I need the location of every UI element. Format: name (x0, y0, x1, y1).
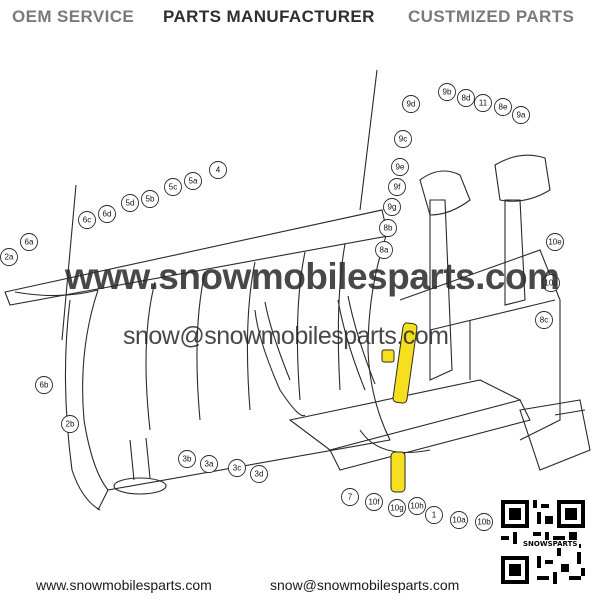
callout-8b: 8b (379, 219, 397, 237)
svg-text:5a: 5a (189, 177, 198, 186)
callout-10h: 10h (408, 497, 426, 515)
svg-text:10g: 10g (390, 504, 403, 513)
skid-shoe (113, 477, 167, 495)
watermark-website: www.snowmobilesparts.com (65, 256, 560, 297)
svg-text:8b: 8b (384, 224, 393, 233)
callout-6c: 6c (78, 211, 96, 229)
watermark-email: snow@snowmobilesparts.com (123, 322, 449, 350)
parts-diagram: 2a 6a 6b 6c 6d 5d 5b 5c 5a 4 2b 3b 3a 3c 3d 7 10f 10g 1 10h… (0, 34, 600, 574)
callout-6b: 6b (35, 376, 53, 394)
callout-5b: 5b (141, 190, 159, 208)
callout-2b: 2b (61, 415, 79, 433)
svg-text:9f: 9f (394, 183, 401, 192)
callout-9c: 9c (394, 130, 412, 148)
svg-text:1: 1 (432, 511, 437, 520)
callout-8a: 8a (375, 241, 393, 259)
svg-text:9e: 9e (396, 163, 405, 172)
callout-1: 1 (425, 506, 443, 524)
hydraulic-cylinder-upper (392, 322, 418, 404)
svg-text:4: 4 (216, 166, 221, 175)
svg-text:2a: 2a (5, 253, 14, 262)
header-oem-service: OEM SERVICE (12, 7, 135, 26)
svg-text:9c: 9c (399, 135, 407, 144)
header-bar: OEM SERVICE PARTS MANUFACTURER CUSTMIZED… (0, 0, 600, 34)
footer-bar: www.snowmobilesparts.com snow@snowmobile… (0, 572, 600, 600)
svg-text:10b: 10b (477, 518, 491, 527)
svg-text:9b: 9b (443, 88, 452, 97)
callout-9a: 9a (512, 106, 530, 124)
callout-3b: 3b (178, 450, 196, 468)
callout-10f: 10f (365, 493, 383, 511)
callout-9d: 9d (402, 95, 420, 113)
callout-3a: 3a (200, 455, 218, 473)
svg-text:10h: 10h (410, 502, 423, 511)
callout-8d: 8d (457, 89, 475, 107)
header-customized-parts: CUSTMIZED PARTS (408, 7, 575, 26)
svg-text:6c: 6c (83, 216, 91, 225)
svg-text:6a: 6a (25, 238, 34, 247)
svg-text:3c: 3c (233, 464, 241, 473)
svg-text:8e: 8e (499, 103, 508, 112)
callout-10a: 10a (450, 511, 468, 529)
callout-6d: 6d (98, 205, 116, 223)
footer-email-link[interactable]: snow@snowmobilesparts.com (270, 577, 460, 593)
svg-text:10d: 10d (544, 279, 557, 288)
svg-text:5b: 5b (146, 195, 155, 204)
headlight-right (494, 154, 551, 202)
svg-text:6d: 6d (103, 210, 112, 219)
svg-text:3d: 3d (255, 470, 264, 479)
callout-11: 11 (474, 94, 492, 112)
headlight-left (419, 170, 471, 216)
callout-5a: 5a (184, 172, 202, 190)
svg-text:5d: 5d (126, 199, 135, 208)
callout-8c: 8c (535, 311, 553, 329)
callout-7: 7 (341, 488, 359, 506)
svg-text:3a: 3a (205, 460, 214, 469)
callout-6a: 6a (20, 233, 38, 251)
svg-text:3b: 3b (183, 455, 192, 464)
callout-9f: 9f (388, 178, 406, 196)
svg-text:5c: 5c (169, 183, 177, 192)
svg-text:9d: 9d (407, 100, 416, 109)
callout-9b: 9b (438, 83, 456, 101)
svg-text:6b: 6b (40, 381, 49, 390)
callout-8e: 8e (494, 98, 512, 116)
svg-text:10f: 10f (368, 498, 380, 507)
svg-text:8d: 8d (462, 94, 471, 103)
svg-text:8a: 8a (380, 246, 389, 255)
callout-10d: 10d (542, 274, 560, 292)
callout-3c: 3c (228, 459, 246, 477)
hydraulic-cylinder-lower (390, 451, 406, 493)
callout-10e: 10e (546, 233, 564, 251)
callout-2a: 2a (0, 248, 18, 266)
callout-10b: 10b (475, 513, 493, 531)
callout-5d: 5d (121, 194, 139, 212)
callout-10g: 10g (388, 499, 406, 517)
svg-text:7: 7 (348, 493, 353, 502)
svg-text:10e: 10e (548, 238, 562, 247)
svg-text:2b: 2b (66, 420, 75, 429)
callout-4: 4 (209, 161, 227, 179)
blade-face (82, 235, 391, 491)
plow-exploded-view: 2a 6a 6b 6c 6d 5d 5b 5c 5a 4 2b 3b 3a 3c 3d 7 10f 10g 1 10h… (0, 69, 591, 531)
svg-text:10a: 10a (452, 516, 466, 525)
callout-9e: 9e (391, 158, 409, 176)
svg-text:8c: 8c (540, 316, 548, 325)
callout-3d: 3d (250, 465, 268, 483)
svg-text:9g: 9g (388, 203, 397, 212)
callout-9g: 9g (383, 198, 401, 216)
svg-text:11: 11 (479, 99, 488, 108)
svg-text:9a: 9a (517, 111, 526, 120)
qr-label: SNOWSPARTS (521, 540, 580, 548)
footer-website-link[interactable]: www.snowmobilesparts.com (36, 577, 212, 593)
callout-5c: 5c (164, 178, 182, 196)
header-parts-manufacturer: PARTS MANUFACTURER (163, 7, 375, 26)
